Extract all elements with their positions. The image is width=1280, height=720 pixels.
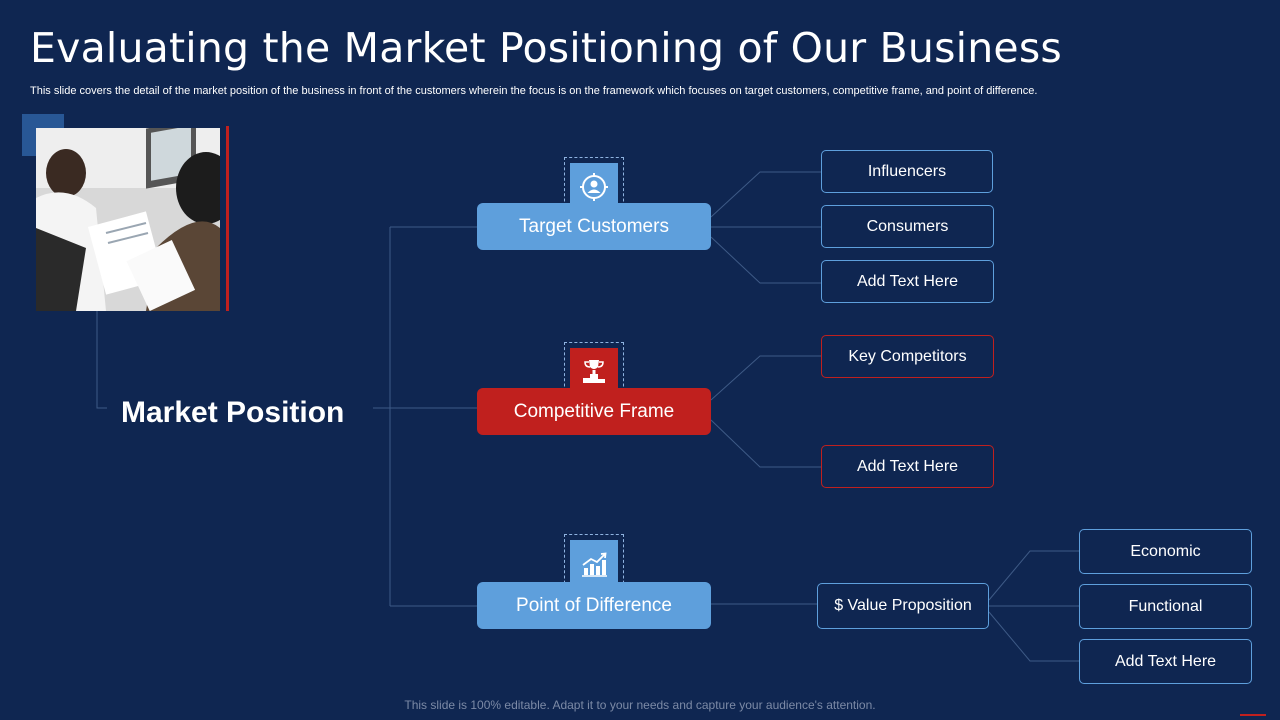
growth-chart-icon <box>570 540 618 588</box>
branch-point-of-difference: Point of Difference <box>477 582 711 629</box>
node-add-text-difference: Add Text Here <box>1079 639 1252 684</box>
node-consumers: Consumers <box>821 205 994 248</box>
slide-title: Evaluating the Market Positioning of Our… <box>30 24 1062 72</box>
slide-footer: This slide is 100% editable. Adapt it to… <box>404 698 876 712</box>
node-key-competitors: Key Competitors <box>821 335 994 378</box>
node-functional: Functional <box>1079 584 1252 629</box>
node-influencers: Influencers <box>821 150 993 193</box>
branch-target-customers: Target Customers <box>477 203 711 250</box>
node-add-text-competitive: Add Text Here <box>821 445 994 488</box>
slide-subtitle: This slide covers the detail of the mark… <box>30 85 1038 97</box>
branch-competitive-frame: Competitive Frame <box>477 388 711 435</box>
root-node-market-position: Market Position <box>121 396 345 429</box>
photo-accent-bar <box>226 126 229 311</box>
business-meeting-photo <box>36 128 220 311</box>
node-value-proposition: $ Value Proposition <box>817 583 989 629</box>
node-economic: Economic <box>1079 529 1252 574</box>
node-add-text-target: Add Text Here <box>821 260 994 303</box>
corner-accent <box>1240 714 1266 716</box>
